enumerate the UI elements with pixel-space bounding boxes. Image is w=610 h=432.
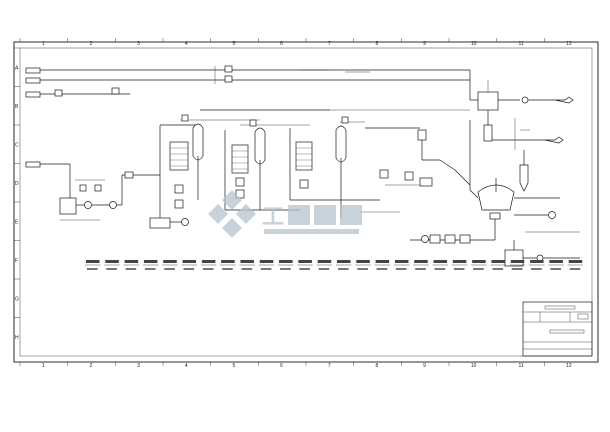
equipment-tag	[490, 260, 506, 270]
feed-section	[25, 161, 160, 221]
dryer-section	[410, 150, 580, 267]
equipment-tag	[393, 260, 410, 270]
ruler-label: D	[15, 181, 19, 187]
equipment-tag	[258, 260, 275, 270]
ruler-label: 3	[137, 41, 140, 47]
ruler-label: 9	[423, 41, 426, 47]
ruler-label: 2	[90, 363, 93, 369]
equipment-tag	[316, 260, 333, 270]
ruler-label: 12	[566, 41, 572, 47]
watermark: 工	[208, 190, 362, 238]
ruler-label: F	[15, 258, 18, 264]
feed-tank	[59, 197, 77, 215]
evaporator-stage-3	[289, 109, 470, 218]
equipment-tag	[548, 260, 564, 270]
ruler-label: 10	[471, 363, 477, 369]
ruler-label: 2	[90, 41, 93, 47]
equipment-tag	[85, 260, 101, 270]
condensing-section	[360, 127, 471, 213]
utility-headers	[25, 65, 470, 98]
equipment-tag	[529, 260, 545, 270]
equipment-tag	[162, 260, 178, 270]
ruler-label: 7	[328, 363, 331, 369]
watermark-logo-icon	[208, 190, 256, 238]
ruler-label: C	[15, 142, 19, 148]
equipment-tag	[278, 260, 294, 270]
equipment-tag	[123, 260, 140, 270]
ruler-label: H	[15, 335, 19, 341]
equipment-tag	[200, 260, 217, 270]
ruler-label: 6	[280, 363, 283, 369]
separator-3	[335, 125, 347, 163]
equipment-tag	[239, 260, 255, 270]
feed-pump	[84, 201, 92, 209]
ruler-label: E	[15, 219, 19, 225]
equipment-tag	[509, 260, 526, 270]
evaporator-3	[295, 141, 313, 171]
ruler-label: 5	[233, 41, 236, 47]
equipment-tag	[297, 260, 313, 270]
equipment-tag	[181, 260, 198, 270]
ruler-label: 9	[423, 363, 426, 369]
ruler-label: 1	[42, 41, 45, 47]
equipment-tag	[374, 260, 391, 270]
ruler-label: B	[15, 104, 19, 110]
ruler-label: 4	[185, 363, 188, 369]
evaporator-1	[169, 141, 189, 171]
title-block	[522, 301, 593, 357]
watermark-mark: 工	[262, 205, 284, 230]
equipment-tag	[355, 260, 371, 270]
equipment-tag	[432, 260, 449, 270]
equipment-tag	[413, 260, 429, 270]
evaporator-stage-2	[200, 109, 330, 211]
equipment-tag	[336, 260, 352, 270]
ruler-label: 12	[566, 363, 572, 369]
ruler-label: A	[15, 65, 19, 71]
evaporator-stage-1	[149, 114, 260, 229]
ruler-label: 8	[376, 41, 379, 47]
evaporator-2	[231, 144, 249, 174]
ruler-label: 3	[137, 363, 140, 369]
ruler-label: 8	[376, 363, 379, 369]
ruler-label: G	[15, 296, 19, 302]
equipment-tag	[471, 260, 487, 270]
ruler-label: 5	[233, 363, 236, 369]
top-right-separator	[469, 70, 574, 160]
equipment-tag	[104, 260, 120, 270]
product-tank	[504, 249, 524, 267]
dryer-vessel	[477, 184, 515, 211]
ruler-label: 11	[519, 41, 524, 47]
ruler-label: 1	[42, 363, 45, 369]
equipment-tag	[451, 260, 468, 270]
ruler-label: 7	[328, 41, 331, 47]
equipment-tag	[567, 260, 584, 270]
equipment-tag	[220, 260, 236, 270]
equipment-tag-row	[85, 260, 584, 270]
ruler-label: 4	[185, 41, 188, 47]
ruler-label: 10	[471, 41, 477, 47]
left-ruler: A B C D E F G H	[14, 47, 20, 341]
separator-2	[254, 127, 266, 165]
ruler-label: 11	[519, 363, 524, 369]
equipment-tag	[142, 260, 159, 270]
separator-1	[192, 123, 204, 161]
ruler-label: 6	[280, 41, 283, 47]
